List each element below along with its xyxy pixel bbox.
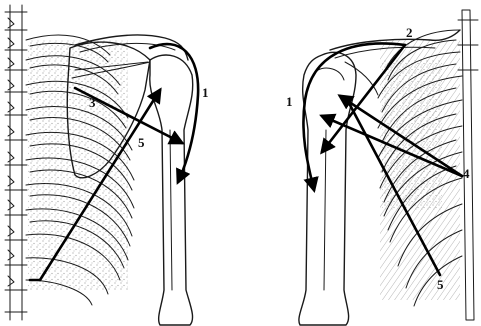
label-right-5: 5 [437, 277, 444, 292]
label-left-1: 1 [202, 85, 209, 100]
label-left-3: 3 [89, 95, 96, 110]
coracoid-process [345, 62, 378, 95]
vertebral-column [5, 5, 27, 320]
sternum [458, 10, 478, 320]
arrow-left-1 [150, 44, 198, 182]
label-right-4: 4 [463, 166, 470, 181]
label-left-5: 5 [138, 135, 145, 150]
left-panel-posterior-view [5, 5, 193, 325]
label-right-2: 2 [406, 25, 413, 40]
label-right-1: 1 [286, 94, 293, 109]
